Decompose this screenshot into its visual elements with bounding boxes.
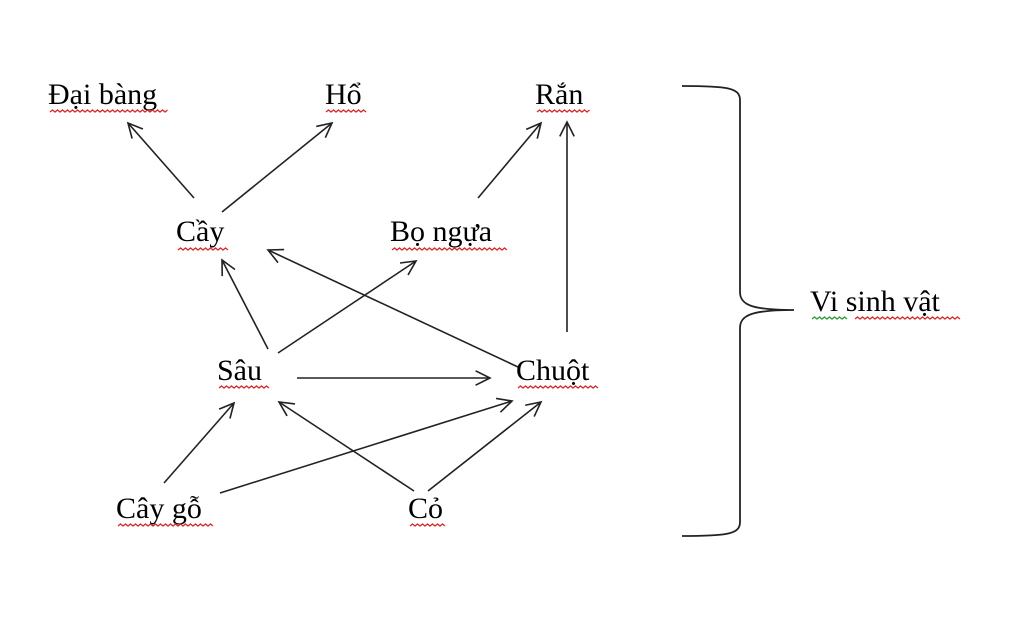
node-label-co: Cỏ: [408, 492, 443, 525]
node-label-cay: Cầy: [176, 215, 224, 248]
node-chuot: Chuột: [516, 354, 599, 389]
edge-cay-go-to-sau: [163, 403, 234, 484]
spellcheck-underline: [177, 247, 229, 251]
node-label-dai-bang: Đại bàng: [48, 78, 157, 111]
edge-co-to-sau: [279, 402, 415, 492]
node-label-bo-ngua: Bọ ngựa: [390, 215, 492, 248]
edge-sau-to-bo-ngua: [277, 261, 416, 354]
node-sau: Sâu: [217, 354, 270, 389]
spellcheck-underline: [536, 109, 590, 113]
edge-cay-go-to-chuot: [219, 401, 512, 494]
spellcheck-underline: [854, 316, 961, 320]
spellcheck-underline: [517, 385, 599, 389]
edge-cay-to-dai-bang: [128, 123, 195, 199]
node-label-ran: Rắn: [535, 78, 583, 111]
spellcheck-underline: [325, 109, 367, 113]
edge-sau-to-cay: [222, 260, 269, 350]
node-label-cay-go: Cây gỗ: [116, 492, 202, 525]
node-ho: Hổ: [325, 78, 367, 113]
node-vi-sinh-vat: Vi sinh vật: [810, 285, 961, 320]
curly-brace: [681, 85, 795, 537]
spellcheck-underline: [409, 523, 446, 527]
spellcheck-underline: [49, 109, 168, 113]
spellcheck-underline: [391, 247, 508, 251]
spellcheck-underline: [117, 523, 214, 527]
node-label-chuot: Chuột: [516, 354, 590, 387]
node-co: Cỏ: [408, 492, 446, 527]
node-label-ho: Hổ: [325, 78, 362, 111]
edge-cay-to-ho: [221, 123, 332, 213]
edge-chuot-to-cay: [268, 250, 519, 368]
node-cay-go: Cây gỗ: [116, 492, 214, 527]
edge-bo-ngua-to-ran: [477, 123, 541, 199]
edge-co-to-chuot: [427, 402, 541, 492]
spellcheck-underline: [218, 385, 270, 389]
node-label-vi-sinh-vat: Vi sinh vật: [810, 285, 941, 318]
node-cay: Cầy: [176, 215, 229, 251]
node-ran: Rắn: [535, 78, 590, 113]
node-bo-ngua: Bọ ngựa: [390, 215, 508, 251]
node-dai-bang: Đại bàng: [48, 78, 168, 113]
node-label-sau: Sâu: [217, 354, 262, 387]
grammar-underline: [811, 316, 848, 320]
